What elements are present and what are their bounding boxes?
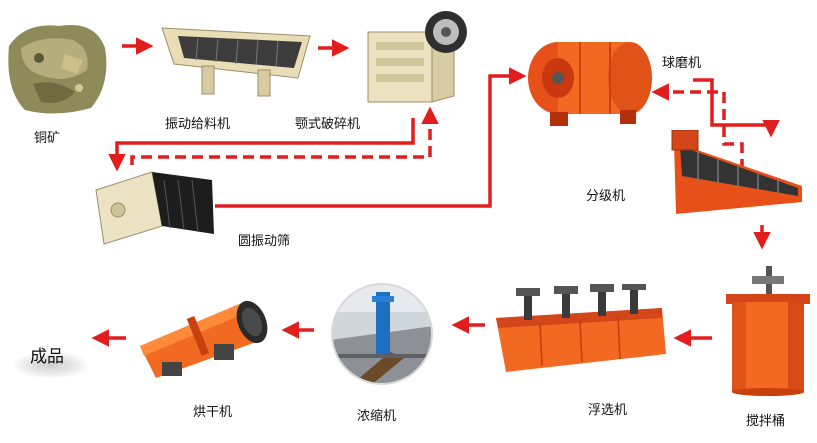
- vibrating-feeder-image: [161, 27, 311, 97]
- arrow-crusher-to-screen: [108, 118, 415, 172]
- copper-ore-image: [8, 24, 107, 114]
- arrow-screen-return-to-crusher: [130, 106, 439, 165]
- label-jaw-crusher: 颚式破碎机: [295, 117, 361, 132]
- arrow-classifier-return-to-ballmill: [651, 83, 744, 170]
- label-vibrating-feeder: 振动给料机: [165, 117, 231, 132]
- product-glow: [14, 352, 88, 378]
- label-agitation-tank: 搅拌桶: [746, 414, 786, 429]
- label-product: 成品: [30, 347, 64, 367]
- arrow-ballmill-to-classifier: [693, 78, 780, 138]
- label-flotation-machine: 浮选机: [588, 403, 628, 418]
- ball-mill-image: [528, 42, 652, 126]
- dryer-image: [140, 300, 268, 378]
- thickener-image: [331, 283, 433, 385]
- flotation-machine-image: [496, 284, 666, 372]
- agitation-tank-image: [726, 266, 810, 396]
- label-copper-ore: 铜矿: [34, 131, 61, 146]
- label-thickener: 浓缩机: [357, 409, 397, 424]
- label-dryer: 烘干机: [193, 405, 233, 420]
- label-classifier: 分级机: [586, 189, 626, 204]
- classifier-image: [671, 130, 802, 214]
- label-circular-screen: 圆振动筛: [238, 234, 291, 249]
- label-ball-mill: 球磨机: [662, 56, 702, 71]
- circular-screen-image: [95, 171, 214, 245]
- arrow-screen-to-ballmill: [215, 67, 527, 208]
- jaw-crusher-image: [367, 11, 467, 103]
